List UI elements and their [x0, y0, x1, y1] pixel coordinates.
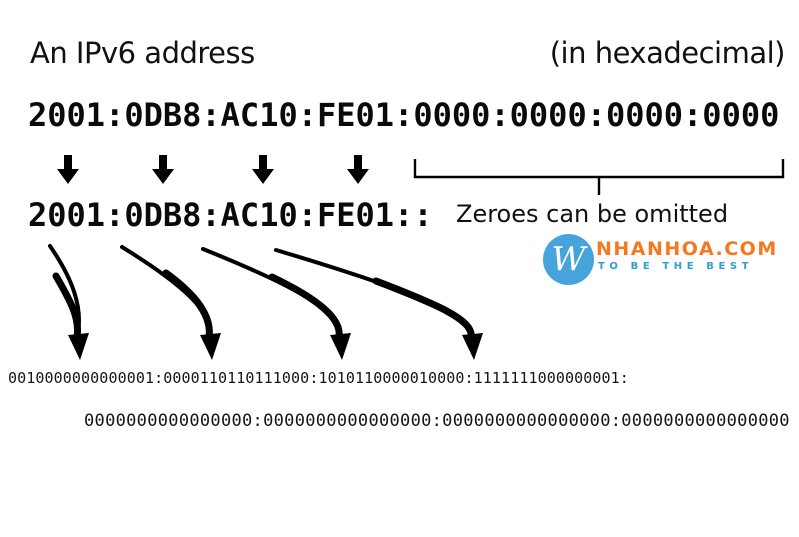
diagram-subtitle: (in hexadecimal)	[549, 36, 786, 70]
curved-arrow-icon	[48, 244, 475, 341]
down-arrow-icon	[57, 155, 369, 184]
watermark-logo: W NHANHOA.COM TO BE THE BEST	[543, 232, 776, 288]
binary-line-1: 0010000000000001:0000110110111000:101011…	[8, 369, 629, 387]
logo-circle-icon: W	[543, 234, 594, 285]
diagram-title: An IPv6 address	[30, 36, 255, 70]
full-ipv6-address: 2001:0DB8:AC10:FE01:0000:0000:0000:0000	[28, 96, 780, 134]
logo-monogram: W	[551, 238, 586, 278]
shortened-ipv6-address: 2001:0DB8:AC10:FE01::	[28, 196, 433, 234]
bracket	[413, 159, 785, 195]
curved-arrow-head-icon	[68, 333, 483, 360]
zeroes-omitted-label: Zeroes can be omitted	[456, 200, 729, 228]
binary-line-2: 0000000000000000:0000000000000000:000000…	[84, 411, 790, 431]
logo-slogan: TO BE THE BEST	[598, 261, 754, 272]
logo-name: NHANHOA.COM	[596, 238, 778, 260]
